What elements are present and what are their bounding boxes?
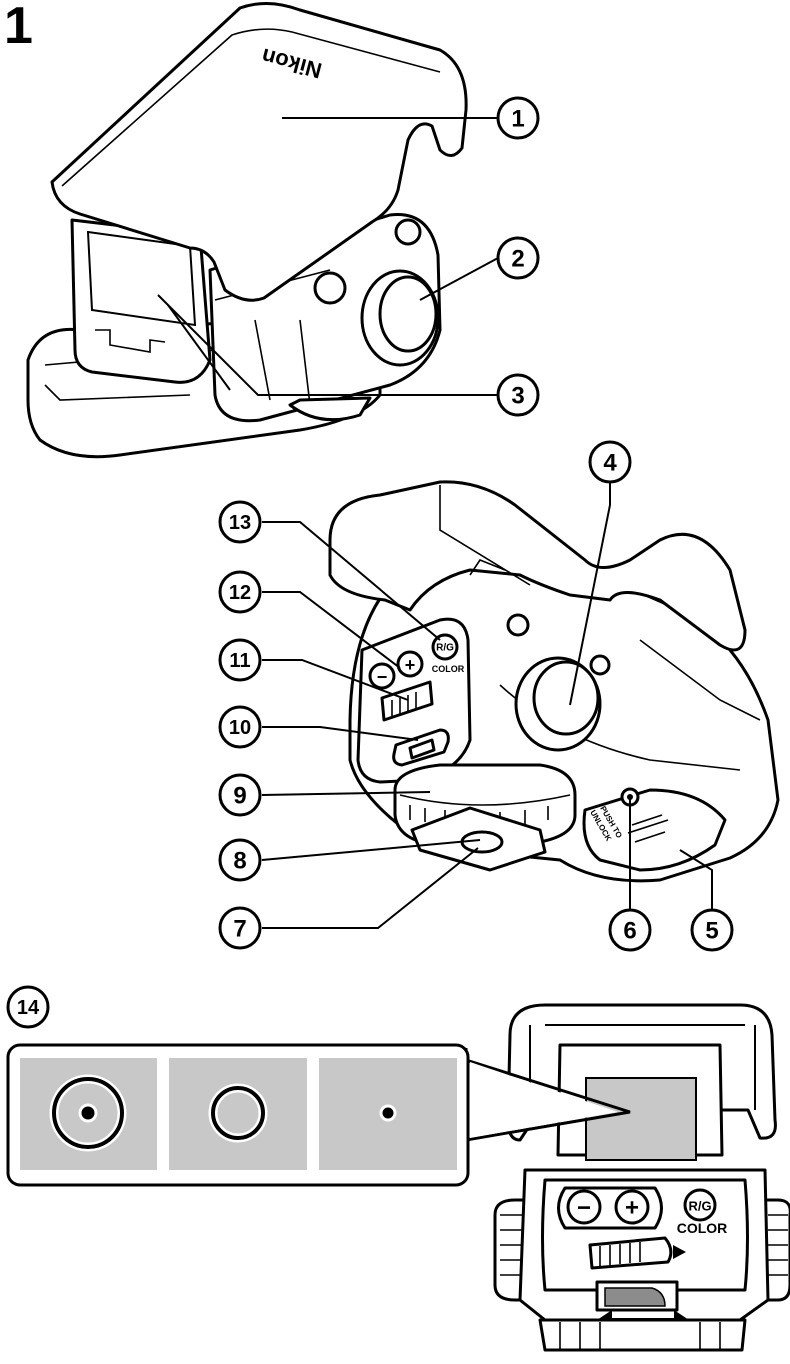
svg-text:8: 8 bbox=[233, 848, 246, 875]
callout-2: 2 bbox=[496, 236, 540, 280]
svg-text:7: 7 bbox=[233, 916, 246, 943]
leader-lines bbox=[157, 117, 713, 929]
callout-13: 13 bbox=[218, 500, 262, 544]
plus-symbol: + bbox=[405, 655, 416, 675]
rg-symbol: R/G bbox=[436, 643, 454, 654]
svg-text:13: 13 bbox=[229, 512, 251, 534]
svg-text:5: 5 bbox=[705, 918, 718, 945]
callout-12: 12 bbox=[218, 570, 262, 614]
sight-rear-detail-view: − + R/G COLOR bbox=[493, 1003, 790, 1352]
svg-text:1: 1 bbox=[511, 106, 524, 133]
minus-symbol: − bbox=[377, 667, 388, 687]
callout-7: 7 bbox=[218, 906, 262, 950]
svg-text:3: 3 bbox=[511, 383, 524, 410]
svg-text:4: 4 bbox=[603, 450, 617, 477]
reticle-options-panel bbox=[6, 1043, 631, 1187]
callout-4: 4 bbox=[588, 440, 632, 484]
plus-button-symbol: + bbox=[625, 1195, 639, 1222]
callout-1: 1 bbox=[496, 96, 540, 140]
svg-text:6: 6 bbox=[623, 918, 636, 945]
color-label: COLOR bbox=[432, 664, 465, 674]
callout-3: 3 bbox=[496, 373, 540, 417]
reticle-option-2-panel bbox=[169, 1058, 307, 1170]
svg-text:14: 14 bbox=[17, 997, 40, 1019]
rg-button-symbol: R/G bbox=[688, 1199, 711, 1214]
callout-5: 5 bbox=[690, 908, 734, 952]
callout-9: 9 bbox=[218, 773, 262, 817]
figure-number: 1 bbox=[4, 0, 33, 55]
svg-text:12: 12 bbox=[229, 582, 251, 604]
callout-14: 14 bbox=[6, 985, 50, 1029]
callout-8: 8 bbox=[218, 838, 262, 882]
svg-text:11: 11 bbox=[229, 650, 250, 672]
callout-11: 11 bbox=[218, 638, 262, 682]
callout-10: 10 bbox=[218, 705, 262, 749]
sight-front-view: Nikon bbox=[26, 2, 468, 459]
svg-text:9: 9 bbox=[233, 783, 246, 810]
callout-6: 6 bbox=[608, 908, 652, 952]
svg-text:2: 2 bbox=[511, 246, 524, 273]
sight-rear-view: − + R/G COLOR PUSH TO UNLOCK bbox=[328, 480, 780, 883]
svg-text:10: 10 bbox=[229, 717, 251, 739]
callout-markers: 1 2 3 4 5 6 7 bbox=[6, 96, 734, 1029]
color-button-label: COLOR bbox=[677, 1220, 728, 1236]
minus-button-symbol: − bbox=[577, 1195, 591, 1222]
